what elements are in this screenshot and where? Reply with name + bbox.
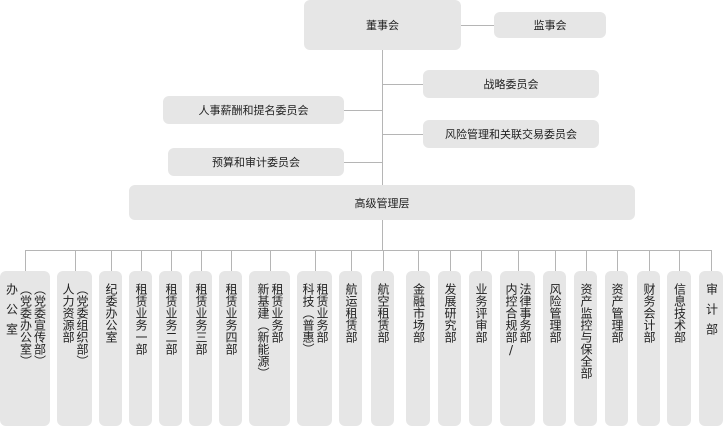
department-label: 租赁业务一部 xyxy=(134,283,148,355)
connector-dept-drop xyxy=(418,250,419,271)
department-box[interactable]: 资产管理部 xyxy=(605,271,628,426)
department-label: 资产监控与保全部 xyxy=(579,283,593,379)
department-label: 租赁业务部 xyxy=(270,283,284,343)
connector-dept-drop xyxy=(270,250,271,271)
department-label: 金融市场部 xyxy=(411,283,426,343)
connector-dept-drop xyxy=(351,250,352,271)
department-label: 科技（普惠） xyxy=(301,283,315,355)
connector-main-vertical xyxy=(382,50,383,185)
connector-dept-drop xyxy=(75,250,76,271)
department-label: 租赁业务四部 xyxy=(224,283,238,355)
connector-dept-drop xyxy=(315,250,316,271)
department-label: 资产管理部 xyxy=(610,283,624,343)
department-box[interactable]: 财务会计部 xyxy=(637,271,660,426)
budget-committee-box[interactable]: 预算和审计委员会 xyxy=(168,148,344,176)
connector-risk xyxy=(382,134,423,135)
department-label: （党委宣传部） xyxy=(32,283,47,367)
connector-dept-drop xyxy=(555,250,556,271)
connector-dept-drop xyxy=(25,250,26,271)
department-label: 租赁业务部 xyxy=(315,283,329,343)
department-box[interactable]: 租赁业务四部 xyxy=(219,271,242,426)
connector-dept-drop xyxy=(586,250,587,271)
department-label: 办公室 xyxy=(4,283,19,343)
department-box[interactable]: 审计部 xyxy=(699,271,723,426)
risk-committee-label: 风险管理和关联交易委员会 xyxy=(445,128,577,141)
department-label: 法律事务部 xyxy=(518,283,532,343)
department-box[interactable]: 业务评审部 xyxy=(469,271,492,426)
department-box[interactable]: 纪委办公室 xyxy=(99,271,122,426)
connector-dept-drop xyxy=(711,250,712,271)
connector-dept-drop xyxy=(679,250,680,271)
connector-dept-drop xyxy=(111,250,112,271)
supervisors-label: 监事会 xyxy=(533,19,567,32)
supervisors-box[interactable]: 监事会 xyxy=(494,12,606,38)
department-box[interactable]: 办公室（党委办公室）（党委宣传部） xyxy=(0,271,50,426)
department-label: （党委办公室） xyxy=(18,283,33,367)
connector-board-supervisors xyxy=(461,25,494,26)
department-label: 财务会计部 xyxy=(642,283,656,343)
department-label: 内控合规部/ xyxy=(504,283,518,357)
department-label: 人力资源部 xyxy=(61,283,75,343)
connector-dept-drop xyxy=(617,250,618,271)
department-label: 租赁业务二部 xyxy=(164,283,178,355)
risk-committee-box[interactable]: 风险管理和关联交易委员会 xyxy=(423,120,599,148)
department-label: （党委组织部） xyxy=(75,283,89,367)
department-label: 业务评审部 xyxy=(474,283,488,343)
connector-dept-drop xyxy=(171,250,172,271)
connector-hr xyxy=(344,110,382,111)
connector-strategy xyxy=(382,84,423,85)
connector-mgmt-down xyxy=(382,220,383,250)
connector-dept-drop xyxy=(450,250,451,271)
connector-dept-drop xyxy=(383,250,384,271)
connector-dept-drop xyxy=(201,250,202,271)
connector-budget xyxy=(344,162,382,163)
department-label: 航空租赁部 xyxy=(376,283,390,343)
senior-management-label: 高级管理层 xyxy=(354,196,410,210)
senior-management-box[interactable]: 高级管理层 xyxy=(129,185,635,220)
hr-committee-box[interactable]: 人事薪酬和提名委员会 xyxy=(163,96,344,124)
department-label: 审计部 xyxy=(704,283,719,343)
connector-dept-drop xyxy=(518,250,519,271)
budget-committee-label: 预算和审计委员会 xyxy=(212,156,300,169)
department-label: 航运租赁部 xyxy=(344,283,358,343)
department-label: 租赁业务三部 xyxy=(194,283,208,355)
department-box[interactable]: 风险管理部 xyxy=(543,271,566,426)
department-box[interactable]: 航空租赁部 xyxy=(371,271,394,426)
strategy-committee-box[interactable]: 战略委员会 xyxy=(423,70,599,98)
department-box[interactable]: 资产监控与保全部 xyxy=(574,271,597,426)
connector-dept-drop xyxy=(649,250,650,271)
department-box[interactable]: 内控合规部/法律事务部 xyxy=(500,271,535,426)
board-label: 董事会 xyxy=(366,19,399,32)
department-label: 风险管理部 xyxy=(548,283,562,343)
department-box[interactable]: 新基建（新能源）租赁业务部 xyxy=(249,271,290,426)
department-box[interactable]: 金融市场部 xyxy=(406,271,430,426)
connector-dept-bus xyxy=(25,250,711,251)
department-box[interactable]: 人力资源部（党委组织部） xyxy=(57,271,92,426)
department-label: 新基建（新能源） xyxy=(256,283,270,379)
department-box[interactable]: 租赁业务一部 xyxy=(129,271,152,426)
department-label: 纪委办公室 xyxy=(104,283,118,343)
board-box[interactable]: 董事会 xyxy=(304,0,461,50)
department-box[interactable]: 发展研究部 xyxy=(438,271,461,426)
department-box[interactable]: 租赁业务三部 xyxy=(189,271,212,426)
connector-dept-drop xyxy=(481,250,482,271)
connector-dept-drop xyxy=(231,250,232,271)
strategy-committee-label: 战略委员会 xyxy=(483,78,539,91)
department-box[interactable]: 航运租赁部 xyxy=(339,271,362,426)
connector-dept-drop xyxy=(141,250,142,271)
department-label: 信息技术部 xyxy=(672,283,687,343)
department-label: 发展研究部 xyxy=(443,283,457,343)
department-box[interactable]: 科技（普惠）租赁业务部 xyxy=(297,271,332,426)
hr-committee-label: 人事薪酬和提名委员会 xyxy=(198,104,309,117)
department-box[interactable]: 租赁业务二部 xyxy=(159,271,182,426)
department-box[interactable]: 信息技术部 xyxy=(667,271,691,426)
